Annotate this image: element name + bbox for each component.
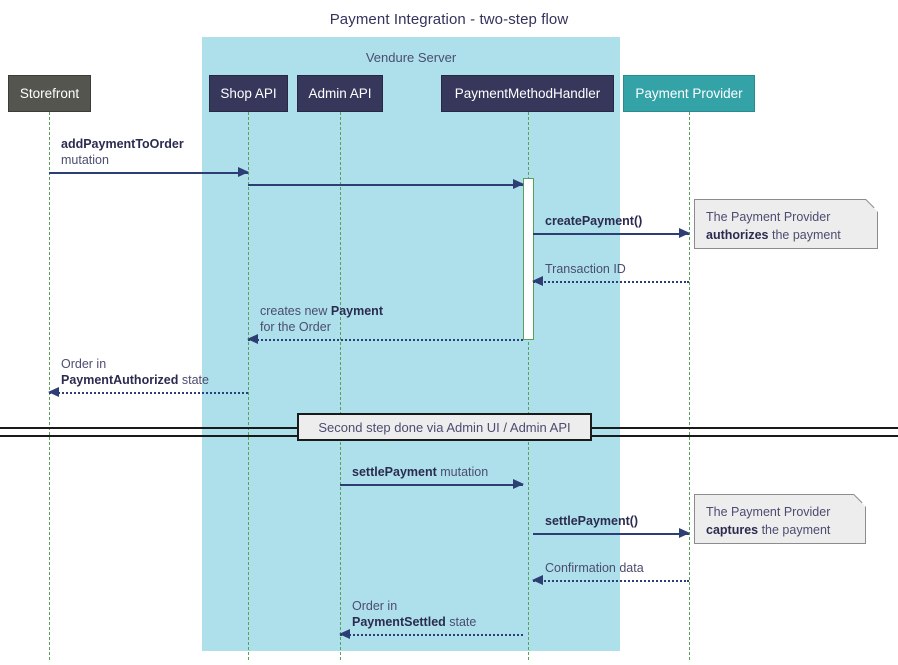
lifeline-admin-api	[340, 112, 341, 660]
group-box-vendure-server	[202, 37, 620, 651]
note-fold-edge-icon	[860, 199, 878, 217]
message-line	[248, 184, 523, 186]
arrow-head-icon	[679, 228, 690, 238]
participant-payment-method-handler[interactable]: PaymentMethodHandler	[441, 75, 614, 112]
page-title: Payment Integration - two-step flow	[329, 11, 569, 28]
note-fold-edge-icon	[848, 494, 866, 512]
participant-label: Storefront	[19, 86, 80, 101]
participant-admin-api[interactable]: Admin API	[297, 75, 383, 112]
message-line	[533, 533, 689, 535]
lifeline-payment-method-handler	[528, 112, 529, 660]
group-label-vendure-server: Vendure Server	[365, 50, 457, 65]
message-line	[533, 233, 689, 235]
arrow-head-icon	[247, 334, 258, 344]
arrow-head-icon	[48, 387, 59, 397]
message-label-settle-payment-mutation: settlePayment mutation	[352, 465, 489, 479]
arrow-head-icon	[532, 575, 543, 585]
participant-label: PaymentMethodHandler	[454, 86, 601, 101]
message-line	[248, 339, 523, 341]
participant-payment-provider[interactable]: Payment Provider	[623, 75, 755, 112]
divider-label: Second step done via Admin UI / Admin AP…	[318, 419, 571, 435]
message-line	[533, 580, 689, 582]
arrow-head-icon	[513, 479, 524, 489]
arrow-head-icon	[513, 179, 524, 189]
message-label-settle-payment-call: settlePayment()	[545, 514, 639, 528]
message-line	[49, 392, 248, 394]
arrow-head-icon	[532, 276, 543, 286]
divider-box: Second step done via Admin UI / Admin AP…	[297, 413, 592, 441]
participant-label: Admin API	[308, 86, 372, 101]
lifeline-payment-provider	[689, 112, 690, 660]
message-line	[533, 281, 689, 283]
lifeline-storefront	[49, 112, 50, 660]
message-label-create-payment: createPayment()	[545, 214, 643, 228]
arrow-head-icon	[339, 629, 350, 639]
participant-shop-api[interactable]: Shop API	[209, 75, 288, 112]
participant-storefront[interactable]: Storefront	[8, 75, 91, 112]
message-label-confirmation-data: Confirmation data	[545, 561, 644, 575]
message-line	[340, 634, 523, 636]
arrow-head-icon	[679, 528, 690, 538]
lifeline-shop-api	[248, 112, 249, 660]
participant-label: Shop API	[220, 86, 277, 101]
message-label-transaction-id: Transaction ID	[545, 262, 626, 276]
participant-label: Payment Provider	[635, 86, 743, 101]
message-line	[49, 172, 248, 174]
message-line	[340, 484, 523, 486]
arrow-head-icon	[238, 167, 249, 177]
activation-bar-payment-method-handler	[523, 178, 534, 340]
